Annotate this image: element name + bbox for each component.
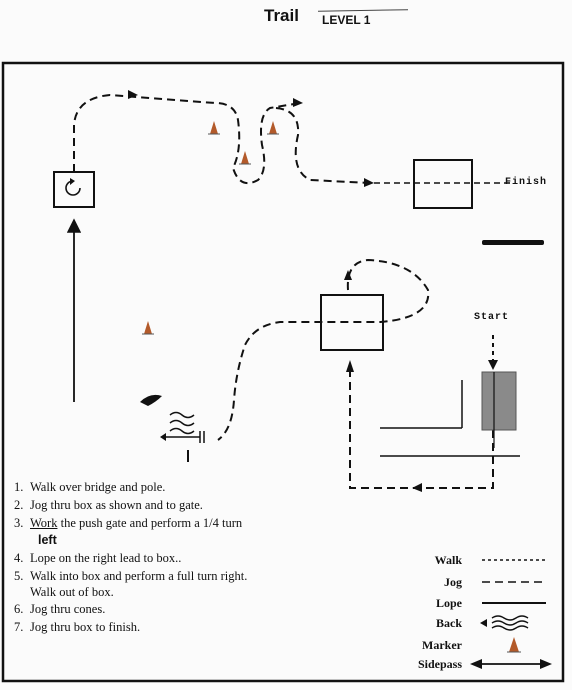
step-2: 2. Jog thru box as shown and to gate. bbox=[14, 498, 203, 513]
step-6-number: 6. bbox=[14, 602, 24, 616]
step-1-number: 1. bbox=[14, 480, 24, 494]
step-7-number: 7. bbox=[14, 620, 24, 634]
step-3: 3. Work the push gate and perform a 1/4 t… bbox=[14, 516, 242, 531]
step-5: 5. Walk into box and perform a full turn … bbox=[14, 569, 247, 584]
turn-box-left bbox=[53, 171, 95, 208]
finish-label: Finish bbox=[505, 177, 548, 188]
step-5-text: Walk into box and perform a full turn ri… bbox=[30, 569, 248, 583]
step-3-underlined: Work bbox=[30, 516, 58, 530]
step-4-number: 4. bbox=[14, 551, 24, 565]
step-6: 6. Jog thru cones. bbox=[14, 602, 105, 617]
pole bbox=[482, 240, 544, 245]
jog-path-through-middle-box bbox=[217, 258, 430, 441]
jog-path-to-finish bbox=[275, 107, 371, 184]
arrow-middle-up bbox=[344, 270, 352, 280]
step-4-text: Lope on the right lead to box.. bbox=[30, 551, 182, 565]
full-turn-icon bbox=[65, 180, 81, 196]
cone-marker-2 bbox=[267, 121, 279, 135]
start-label: Start bbox=[474, 312, 510, 323]
cone-marker-3 bbox=[239, 151, 251, 165]
legend-jog-label: Jog bbox=[444, 575, 462, 589]
step-2-text: Jog thru box as shown and to gate. bbox=[30, 498, 203, 512]
step-1-text: Walk over bridge and pole. bbox=[30, 480, 166, 494]
step-7-text: Jog thru box to finish. bbox=[30, 620, 141, 634]
arrow-top-left bbox=[128, 90, 138, 99]
jog-path-to-cones bbox=[73, 93, 301, 184]
step-3-continuation: left bbox=[38, 533, 57, 547]
cone-marker-1 bbox=[208, 121, 220, 135]
arrow-bottom bbox=[412, 483, 422, 492]
legend-marker-label: Marker bbox=[422, 638, 462, 652]
step-5-number: 5. bbox=[14, 569, 24, 583]
finish-box bbox=[413, 159, 473, 209]
page-title: Trail bbox=[264, 6, 299, 25]
step-5-continuation: Walk out of box. bbox=[30, 585, 114, 599]
cone-marker-4 bbox=[142, 321, 154, 335]
level-label: LEVEL 1 bbox=[322, 13, 371, 27]
step-6-text: Jog thru cones. bbox=[30, 602, 106, 616]
legend-sidepass-symbol bbox=[470, 659, 552, 669]
step-4: 4. Lope on the right lead to box.. bbox=[14, 551, 181, 566]
arrow-top-right bbox=[293, 98, 303, 107]
step-1: 1. Walk over bridge and pole. bbox=[14, 480, 165, 495]
walk-path-from-start bbox=[349, 372, 494, 489]
pole-marker bbox=[140, 394, 162, 406]
legend-walk-label: Walk bbox=[434, 553, 462, 567]
legend-back-symbol bbox=[480, 615, 529, 631]
legend-lope-label: Lope bbox=[435, 596, 462, 610]
course-border bbox=[1, 61, 565, 683]
start-arrowhead bbox=[488, 360, 498, 370]
bridge-obstacle bbox=[160, 411, 205, 443]
arrow-middle-up-2 bbox=[346, 360, 354, 372]
arrow-mid bbox=[364, 178, 374, 187]
legend-marker-cone bbox=[507, 637, 521, 653]
legend-back-label: Back bbox=[435, 616, 462, 630]
full-turn-arrowhead bbox=[70, 178, 75, 185]
gate bbox=[481, 371, 517, 431]
step-2-number: 2. bbox=[14, 498, 24, 512]
step-3-text: the push gate and perform a 1/4 turn bbox=[57, 516, 243, 530]
legend-sidepass-label: Sidepass bbox=[417, 657, 462, 671]
step-7: 7. Jog thru box to finish. bbox=[14, 620, 140, 635]
step-3-number: 3. bbox=[14, 516, 24, 530]
